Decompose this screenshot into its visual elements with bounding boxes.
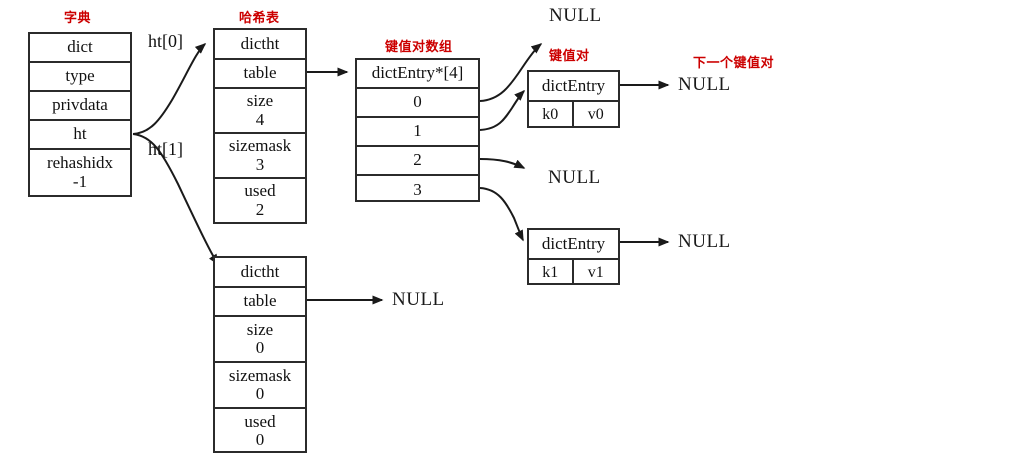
entry1-key: k1 — [529, 260, 574, 285]
dictht0-row-sizemask-label: sizemask — [228, 136, 292, 156]
dictht1-row-table-label: table — [243, 291, 277, 311]
entry-array-header-label: dictEntry*[4] — [371, 63, 464, 83]
dict-row-dict: dict — [30, 34, 130, 63]
label-entry: 键值对 — [549, 49, 590, 64]
dictht1-row-size-value: 0 — [255, 338, 265, 357]
dict-row-ht: ht — [30, 121, 130, 150]
dict-row-ht-label: ht — [73, 124, 87, 144]
entry-array-slot-3: 3 — [357, 176, 478, 204]
dictht0-row-used: used 2 — [215, 179, 305, 222]
label-next-entry: 下一个键值对 — [693, 56, 775, 71]
dictht0-row-dictht: dictht — [215, 30, 305, 60]
entry1-key-label: k1 — [542, 263, 559, 281]
entry0-header-label: dictEntry — [541, 75, 606, 95]
dictht1-row-dictht: dictht — [215, 258, 305, 288]
dictht0-row-size: size 4 — [215, 89, 305, 134]
link-slot1-entry0 — [479, 89, 526, 131]
dictht1-row-dictht-label: dictht — [240, 261, 280, 281]
dict-row-rehashidx-label: rehashidx — [46, 153, 114, 173]
entry-array-slot-2: 2 — [357, 147, 478, 176]
dictht0-row-size-value: 4 — [255, 109, 265, 129]
entry0-box: dictEntry k0 v0 — [527, 70, 620, 128]
dictht1-box: dictht table size 0 sizemask 0 used 0 — [213, 256, 307, 453]
dictht1-row-size-label: size — [246, 319, 274, 339]
dictht1-row-sizemask-value: 0 — [255, 384, 265, 403]
dict-row-type-label: type — [65, 66, 95, 86]
dict-row-type: type — [30, 63, 130, 92]
ht1-pointer-label: ht[1] — [148, 139, 183, 159]
entry-array-slot-1: 1 — [357, 118, 478, 147]
entry0-value: v0 — [574, 102, 619, 128]
entry-array-slot-0-label: 0 — [413, 92, 422, 112]
dictht1-row-sizemask-label: sizemask — [228, 365, 292, 385]
entry-array-slot-1-label: 1 — [413, 121, 422, 141]
entry1-kv-row: k1 v1 — [529, 260, 618, 285]
entry-array-slot-0: 0 — [357, 89, 478, 118]
dictht0-row-sizemask: sizemask 3 — [215, 134, 305, 179]
dictht0-row-size-label: size — [246, 91, 274, 111]
null-entry1-next: NULL — [678, 231, 731, 252]
null-slot0: NULL — [549, 5, 602, 26]
link-ht0 — [132, 43, 207, 135]
label-dict: 字典 — [64, 11, 92, 26]
entry1-box: dictEntry k1 v1 — [527, 228, 620, 285]
null-entry0-next: NULL — [678, 74, 731, 95]
dictht0-box: dictht table size 4 sizemask 3 used 2 — [213, 28, 307, 224]
dictht1-row-used-label: used — [244, 411, 276, 431]
entry1-header-label: dictEntry — [541, 233, 606, 253]
entry0-value-label: v0 — [587, 106, 604, 123]
label-hashtable: 哈希表 — [239, 11, 280, 26]
dictht0-row-dictht-label: dictht — [240, 33, 280, 53]
dictht0-row-used-label: used — [244, 181, 276, 201]
ht0-pointer-label: ht[0] — [148, 31, 183, 51]
dict-struct-box: dict type privdata ht rehashidx -1 — [28, 32, 132, 197]
dictht0-row-table: table — [215, 60, 305, 89]
dict-row-dict-label: dict — [67, 37, 93, 57]
label-entry-array: 键值对数组 — [385, 40, 453, 55]
dictht1-row-table: table — [215, 288, 305, 317]
null-dictht1-table: NULL — [392, 289, 445, 310]
dictht0-row-table-label: table — [243, 63, 277, 83]
entry1-header: dictEntry — [529, 230, 618, 260]
entry1-value: v1 — [574, 260, 619, 285]
entry0-key-label: k0 — [542, 106, 559, 123]
entry0-key: k0 — [529, 102, 574, 128]
entry-array-header: dictEntry*[4] — [357, 60, 478, 89]
dict-row-privdata: privdata — [30, 92, 130, 121]
dict-row-rehashidx-value: -1 — [72, 171, 88, 191]
dictht0-row-sizemask-value: 3 — [255, 154, 265, 174]
dictht1-row-sizemask: sizemask 0 — [215, 363, 305, 409]
null-slot2: NULL — [548, 167, 601, 188]
link-slot2-null — [479, 158, 526, 169]
dict-row-privdata-label: privdata — [52, 95, 108, 115]
dictht1-row-used: used 0 — [215, 409, 305, 453]
entry0-kv-row: k0 v0 — [529, 102, 618, 128]
dictht0-row-used-value: 2 — [255, 199, 265, 219]
link-slot3-entry1 — [479, 187, 524, 242]
dictht1-row-used-value: 0 — [255, 430, 265, 449]
entry-array-slot-2-label: 2 — [413, 150, 422, 170]
dict-row-rehashidx: rehashidx -1 — [30, 150, 130, 195]
entry-array-slot-3-label: 3 — [413, 179, 422, 199]
entry-array-box: dictEntry*[4] 0 1 2 3 — [355, 58, 480, 202]
entry1-value-label: v1 — [587, 263, 604, 281]
dictht1-row-size: size 0 — [215, 317, 305, 363]
entry0-header: dictEntry — [529, 72, 618, 102]
